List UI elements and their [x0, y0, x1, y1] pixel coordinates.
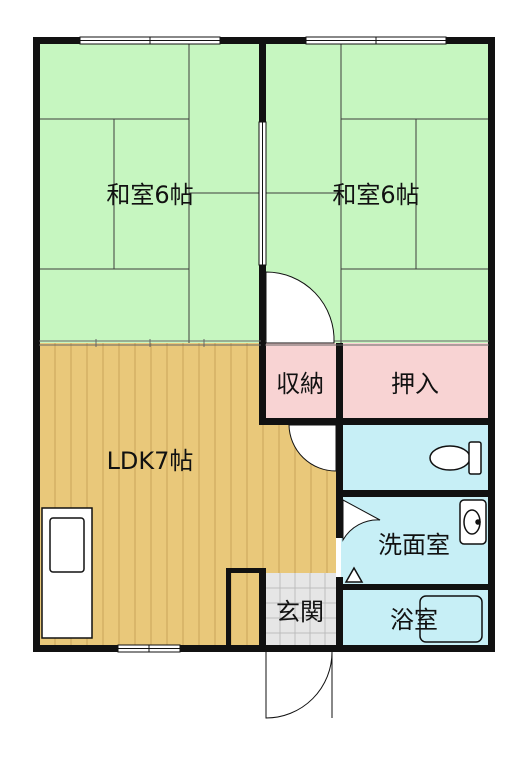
tatami-lines	[39, 43, 489, 343]
genkan-label: 玄関	[276, 598, 324, 626]
shuno-label: 収納	[276, 370, 324, 398]
oshiire-floor	[341, 343, 489, 418]
oshiire-label: 押入	[391, 370, 439, 398]
yokushitsu-label: 浴室	[390, 606, 438, 634]
senmenshitsu-label: 洗面室	[378, 531, 450, 559]
toilet-icon	[429, 441, 482, 475]
interior-walls	[226, 40, 495, 652]
washbasin-icon	[459, 499, 487, 545]
shuno-floor	[265, 343, 338, 418]
genkan-tile-grid	[265, 573, 336, 648]
fusuma-rails	[39, 339, 489, 347]
tatami-sliding-door	[258, 121, 267, 266]
washitsu-right-label: 和室6帖	[332, 181, 419, 209]
ldk-label: LDK7帖	[107, 447, 194, 475]
top-windows	[79, 36, 447, 45]
kitchen-counter	[41, 507, 93, 639]
door-swings	[265, 271, 381, 719]
bathtub-icon	[419, 595, 483, 643]
bottom-window	[117, 644, 181, 653]
genkan-floor	[265, 573, 336, 648]
washitsu-left-label: 和室6帖	[106, 181, 193, 209]
washer-pan-icon	[344, 566, 364, 583]
